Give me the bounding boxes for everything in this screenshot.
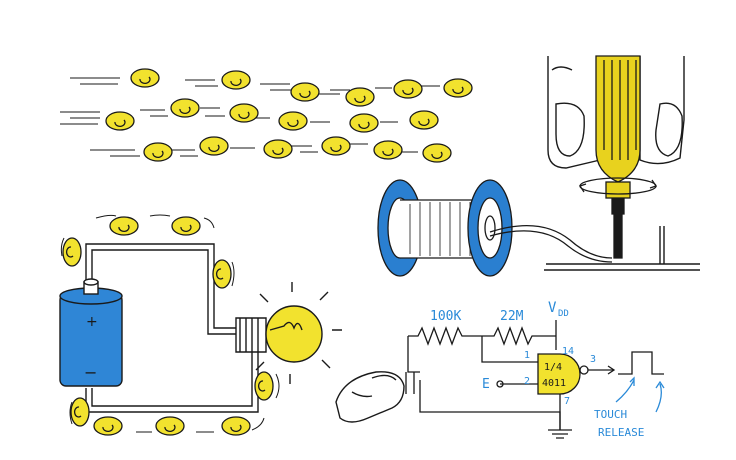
electron-icon <box>170 98 200 118</box>
input-e-label: E <box>482 377 490 392</box>
board-strip <box>544 226 700 271</box>
resistor-22m-label: 22M <box>500 309 524 324</box>
battery-icon: + − <box>59 278 123 387</box>
electron-icon <box>62 237 82 267</box>
pin-3-label: 3 <box>590 354 596 365</box>
pin-7-label: 7 <box>564 396 570 407</box>
finger-icon <box>335 371 405 423</box>
electron-icon <box>105 111 135 131</box>
pin-2-label: 2 <box>524 376 530 387</box>
nand-gate <box>537 353 589 430</box>
electron-icon <box>443 78 473 98</box>
electron-icon <box>70 397 90 427</box>
electron-icon <box>221 416 251 436</box>
electron-icon <box>349 113 379 133</box>
electron-icon <box>130 68 160 88</box>
electron-icon <box>212 259 232 289</box>
electron-icon <box>93 416 123 436</box>
electron-icon <box>263 139 293 159</box>
electron-icon <box>321 136 351 156</box>
electron-icon <box>393 79 423 99</box>
electron-icon <box>109 216 139 236</box>
electron-icon <box>409 110 439 130</box>
touch-label: TOUCH <box>594 408 627 421</box>
gate-fraction-label: 1/4 <box>544 362 562 373</box>
release-label: RELEASE <box>598 426 644 439</box>
wire-spool-icon <box>377 179 613 277</box>
electron-icon <box>221 70 251 90</box>
electron-icon <box>345 87 375 107</box>
electron-icon <box>171 216 201 236</box>
vdd-subscript: DD <box>558 309 569 319</box>
electron-motion-lines <box>60 214 280 433</box>
screwdriver-icon <box>578 55 658 259</box>
electron-stream-group <box>60 77 440 157</box>
electron-icon <box>254 371 274 401</box>
electron-icon <box>373 140 403 160</box>
hand-icon <box>547 56 685 169</box>
vdd-label: V <box>548 300 557 316</box>
electron-icon <box>422 143 452 163</box>
electron-icon <box>199 136 229 156</box>
chip-label: 4011 <box>542 378 566 389</box>
electron-icon <box>278 111 308 131</box>
resistor-100k-label: 100K <box>430 309 461 324</box>
pin-1-label: 1 <box>524 350 530 361</box>
electron-icon <box>290 82 320 102</box>
electron-icon <box>155 416 185 436</box>
electron-icon <box>229 103 259 123</box>
battery-plus-label: + <box>86 314 98 330</box>
battery-minus-label: − <box>84 363 97 382</box>
electron-icon <box>143 142 173 162</box>
light-bulb-icon <box>235 282 342 384</box>
pin-14-label: 14 <box>562 346 574 357</box>
